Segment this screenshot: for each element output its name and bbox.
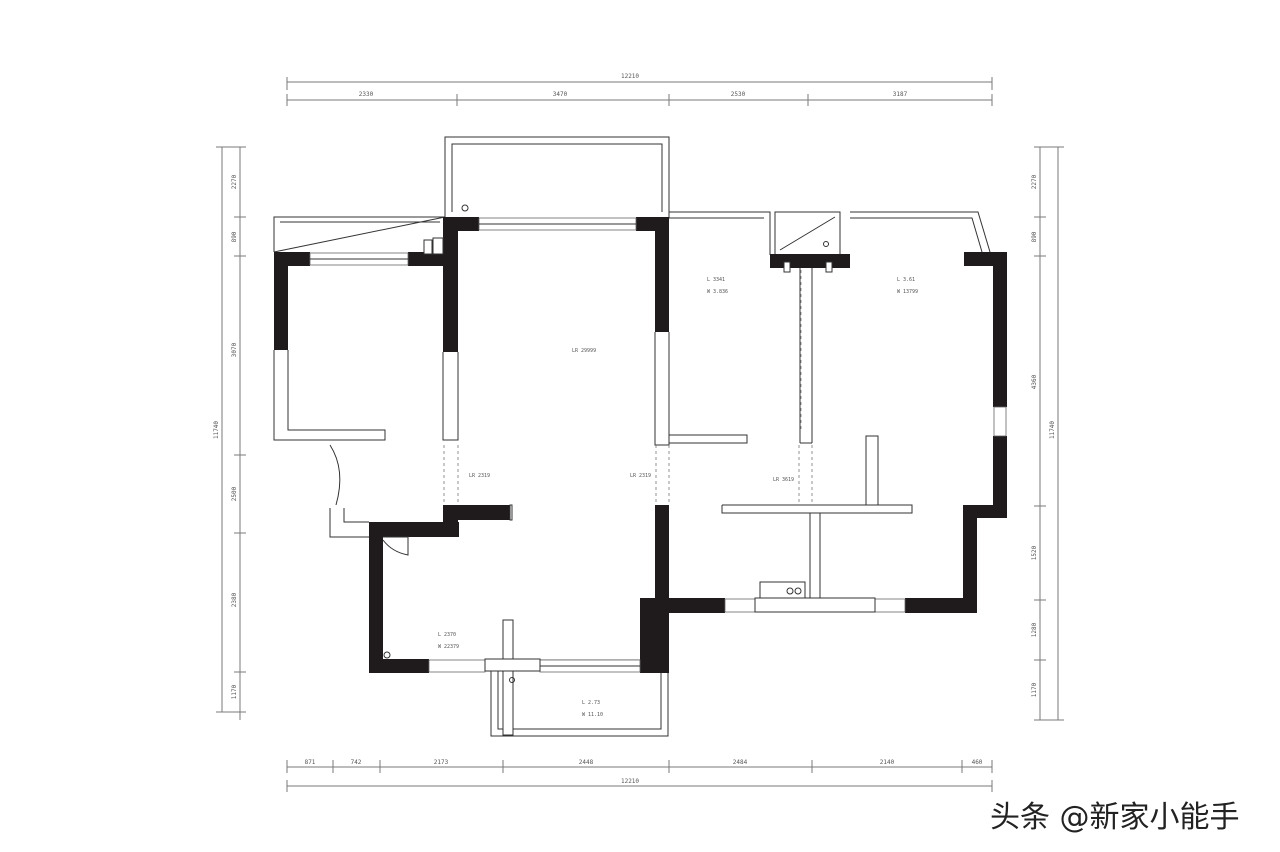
dim-left-2: 890 <box>231 231 238 242</box>
dim-bottom-total: 12210 <box>621 778 639 785</box>
room-bedroom-1-line2: W 13799 <box>897 289 918 295</box>
dim-left-5: 2380 <box>231 592 238 607</box>
dim-bottom-2: 742 <box>351 759 362 766</box>
room-balcony-line2: W 11.10 <box>582 712 603 718</box>
dim-left-3: 3070 <box>231 342 238 357</box>
right-dimensions: 2270 890 4360 1520 1280 1170 11740 <box>1031 146 1064 721</box>
room-corridor-left-label: LR 2319 <box>469 473 490 479</box>
windows <box>309 217 1007 673</box>
dim-bottom-5: 2484 <box>733 759 748 766</box>
dim-left-6: 1170 <box>231 684 238 699</box>
door-openings <box>443 270 813 505</box>
dim-right-5: 1280 <box>1031 622 1038 637</box>
dim-bottom-4: 2448 <box>579 759 594 766</box>
left-dimensions: 2270 890 3070 2500 2380 1170 11740 <box>213 146 246 720</box>
dim-left-4: 2500 <box>231 486 238 501</box>
dim-bottom-1: 871 <box>305 759 316 766</box>
room-bedroom-2-line1: L 3341 <box>707 277 725 283</box>
dim-top-total: 12210 <box>621 73 639 80</box>
dim-right-6: 1170 <box>1031 682 1038 697</box>
dim-bottom-6: 2140 <box>880 759 895 766</box>
dim-bottom-3: 2173 <box>434 759 449 766</box>
dim-right-2: 890 <box>1031 231 1038 242</box>
top-balcony <box>444 136 670 220</box>
watermark-text: 头条 @新家小能手 <box>990 800 1240 835</box>
dim-top-4: 3187 <box>893 91 908 98</box>
walls <box>274 217 1007 673</box>
dim-left-total: 11740 <box>213 421 220 439</box>
top-dimensions: 12210 2330 3470 2530 3187 <box>286 73 993 106</box>
dim-right-total: 11740 <box>1049 421 1056 439</box>
bottom-dimensions: 871 742 2173 2448 2484 2140 460 12210 <box>286 759 993 792</box>
right-top-balcony <box>669 211 991 257</box>
room-balcony-line1: L 2.73 <box>582 700 600 706</box>
room-hall-label: LR 3619 <box>773 477 794 483</box>
dim-right-4: 1520 <box>1031 545 1038 560</box>
room-living-label: LR 29999 <box>572 348 596 354</box>
interior-walls <box>273 204 913 736</box>
dim-right-3: 4360 <box>1031 374 1038 389</box>
room-bedroom-2-line2: W 3.836 <box>707 289 728 295</box>
dim-top-2: 3470 <box>553 91 568 98</box>
dim-bottom-7: 460 <box>972 759 983 766</box>
room-kitchen-line1: L 2370 <box>438 632 456 638</box>
dim-left-1: 2270 <box>231 174 238 189</box>
room-kitchen-line2: W 22379 <box>438 644 459 650</box>
left-top-balcony <box>273 216 446 253</box>
dim-top-3: 2530 <box>731 91 746 98</box>
room-bedroom-1-line1: L 3.61 <box>897 277 915 283</box>
dim-right-1: 2270 <box>1031 174 1038 189</box>
room-labels: LR 29999 LR 2319 LR 2319 L 3341 W 3.836 … <box>438 277 918 718</box>
dim-top-1: 2330 <box>359 91 374 98</box>
room-corridor-right-label: LR 2319 <box>630 473 651 479</box>
